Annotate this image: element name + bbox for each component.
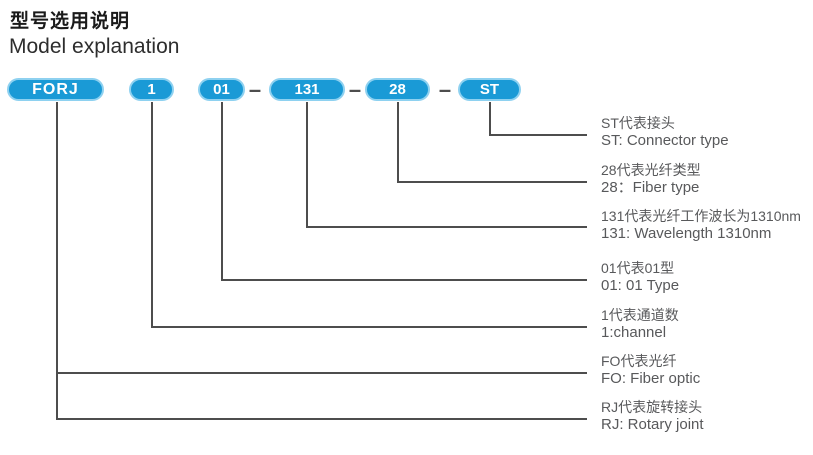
legend-item-28: 28代表光纤类型 28：Fiber type	[601, 162, 701, 197]
segment-separator: –	[438, 76, 452, 102]
connector-line-1-vertical	[151, 102, 153, 328]
model-segment-wavelength: 131	[269, 78, 345, 101]
connector-line-01-horizontal	[221, 279, 587, 281]
connector-line-rj-horizontal	[56, 418, 587, 420]
segment-separator: –	[248, 76, 262, 102]
legend-label-zh: 131代表光纤工作波长为1310nm	[601, 208, 801, 224]
model-segment-fiber: 28	[365, 78, 430, 101]
legend-label-en: 131: Wavelength 1310nm	[601, 225, 772, 242]
legend-item-fo: FO代表光纤 FO: Fiber optic	[601, 353, 700, 388]
legend-item-st: ST代表接头 ST: Connector type	[601, 115, 729, 150]
legend-item-131: 131代表光纤工作波长为1310nm 131: Wavelength 1310n…	[601, 208, 801, 243]
segment-separator: –	[348, 76, 362, 102]
connector-line-131-vertical	[306, 102, 308, 228]
model-segment-connector: ST	[458, 78, 521, 101]
legend-item-01: 01代表01型 01: 01 Type	[601, 260, 679, 295]
connector-line-fo-horizontal	[56, 372, 587, 374]
legend-item-1: 1代表通道数 1:channel	[601, 307, 679, 342]
connector-line-28-vertical	[397, 102, 399, 183]
model-segment-type: 01	[198, 78, 245, 101]
legend-label-en: FO: Fiber optic	[601, 370, 701, 387]
model-segment-forj: FORJ	[7, 78, 104, 101]
legend-item-rj: RJ代表旋转接头 RJ: Rotary joint	[601, 399, 704, 434]
connector-line-st-vertical	[489, 102, 491, 136]
legend-label-zh: ST代表接头	[601, 115, 675, 131]
legend-label-en: 01: 01 Type	[601, 277, 680, 294]
legend-label-en: 28：Fiber type	[601, 179, 700, 196]
connector-line-01-vertical	[221, 102, 223, 281]
legend-label-en: 1:channel	[601, 324, 667, 341]
legend-label-zh: 01代表01型	[601, 260, 675, 276]
page-title-chinese: 型号选用说明	[10, 11, 131, 32]
model-segment-channel: 1	[129, 78, 174, 101]
page-title-english: Model explanation	[9, 35, 180, 58]
legend-label-zh: FO代表光纤	[601, 353, 677, 369]
connector-line-forj-vertical	[56, 102, 58, 420]
connector-line-28-horizontal	[397, 181, 587, 183]
legend-label-zh: 1代表通道数	[601, 307, 679, 323]
legend-label-en: ST: Connector type	[601, 132, 729, 149]
connector-line-st-horizontal	[489, 134, 587, 136]
connector-line-131-horizontal	[306, 226, 587, 228]
connector-line-1-horizontal	[151, 326, 587, 328]
legend-label-zh: 28代表光纤类型	[601, 162, 701, 178]
legend-label-en: RJ: Rotary joint	[601, 416, 704, 433]
legend-label-zh: RJ代表旋转接头	[601, 399, 703, 415]
